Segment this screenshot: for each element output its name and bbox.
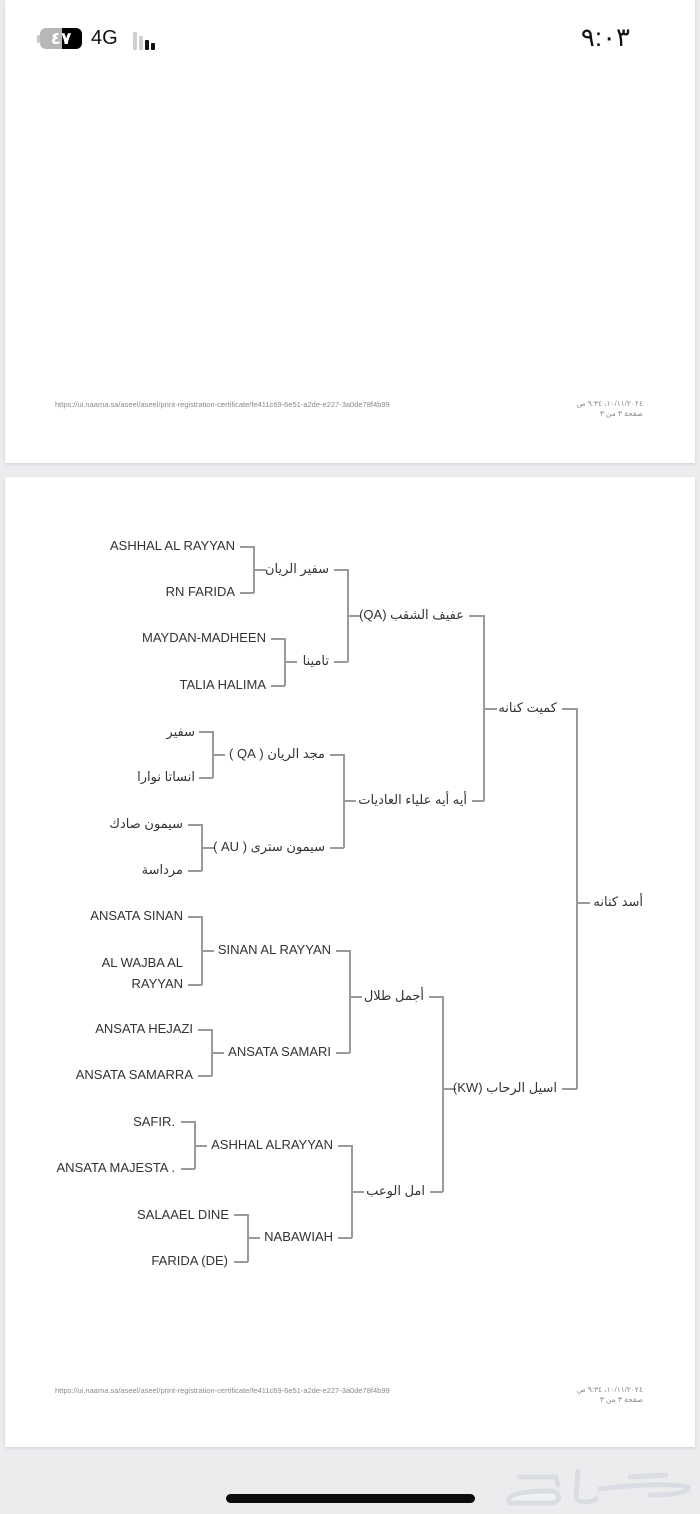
pedigree-node-gen3: تامينا: [302, 653, 329, 668]
pedigree-node-sire-sire: عفيف الشقب (QA): [359, 607, 464, 622]
haraj-watermark-logo: [506, 1468, 691, 1506]
pedigree-node-gen4: ANSATA HEJAZI: [95, 1021, 193, 1036]
pedigree-node-gen4: RN FARIDA: [165, 584, 235, 599]
pedigree-node-gen4: AL WAJBA AL: [101, 955, 183, 970]
document-page-1: https://ui.naama.sa/aseel/aseel/print-re…: [5, 0, 695, 463]
pedigree-node-dam-dam: امل الوعب: [366, 1183, 425, 1198]
pedigree-node-gen4-wrap: RAYYAN: [131, 976, 183, 991]
page-footer-url: https://ui.naama.sa/aseel/aseel/print-re…: [55, 400, 390, 409]
document-page-2: ASHHAL AL RAYYAN RN FARIDA MAYDAN-MADHEE…: [5, 477, 695, 1447]
page-footer-meta: ١٠/١١/٢٠٢٤، ٩:٣٤ ص صفحة ٣ من ٣: [577, 399, 643, 419]
pedigree-node-gen4: مرداسة: [141, 862, 183, 877]
page-footer-meta: ١٠/١١/٢٠٢٤، ٩:٣٤ ص صفحة ٣ من ٣: [577, 1385, 643, 1405]
pedigree-node-gen4: MAYDAN-MADHEEN: [142, 630, 266, 645]
home-indicator[interactable]: [226, 1494, 475, 1503]
pedigree-node-gen3: ANSATA SAMARI: [228, 1044, 331, 1059]
signal-strength-icon: [133, 30, 163, 50]
pedigree-node-gen3: NABAWIAH: [264, 1229, 333, 1244]
pedigree-node-gen4: سيمون صادك: [109, 816, 183, 831]
pedigree-node-gen3: سفير الريان: [264, 561, 329, 576]
pedigree-node-gen4: FARIDA (DE): [151, 1253, 228, 1268]
battery-percent: ٤٧: [50, 29, 72, 48]
pedigree-node-gen4: ANSATA MAJESTA .: [56, 1160, 175, 1175]
pedigree-node-gen4: انساتا نوارا: [137, 769, 195, 784]
pedigree-node-gen4: SAFIR.: [133, 1114, 175, 1129]
pedigree-node-gen3: سيمون سترى ( AU ): [213, 839, 325, 854]
page-footer-url: https://ui.naama.sa/aseel/aseel/print-re…: [55, 1386, 390, 1395]
pedigree-node-gen4: ANSATA SINAN: [90, 908, 183, 923]
page-footer-page-number: صفحة ٣ من ٣: [599, 1395, 643, 1404]
network-type: 4G: [91, 27, 118, 49]
pedigree-node-gen3: SINAN AL RAYYAN: [217, 942, 331, 957]
clock: ٩:٠٣: [580, 22, 630, 52]
page-footer-datetime: ١٠/١١/٢٠٢٤، ٩:٣٤ ص: [576, 1385, 643, 1394]
battery-icon: ٤٧: [40, 28, 82, 49]
pedigree-node-gen4: ASHHAL AL RAYYAN: [110, 538, 235, 553]
pedigree-node-dam: اسيل الرحاب (KW): [452, 1080, 557, 1095]
page-footer-datetime: ١٠/١١/٢٠٢٤، ٩:٣٤ ص: [576, 399, 643, 408]
pedigree-node-sire-dam: أيه أيه علياء العاديات: [358, 792, 467, 807]
pedigree-node-gen4: ANSATA SAMARRA: [75, 1067, 193, 1082]
pedigree-node-subject: أسد كنانه: [593, 894, 643, 909]
battery-nub: [37, 35, 40, 43]
page-footer-page-number: صفحة ٣ من ٣: [599, 409, 643, 418]
pedigree-node-gen3: مجد الريان ( QA ): [229, 746, 325, 761]
pedigree-node-sire: كميت كنانه: [498, 700, 557, 715]
pedigree-node-gen3: ASHHAL ALRAYYAN: [211, 1137, 333, 1152]
pedigree-node-gen4: سفير: [166, 724, 195, 739]
pedigree-node-gen4: SALAAEL DINE: [136, 1207, 229, 1222]
status-bar: ٤٧ 4G ٩:٠٣: [0, 0, 700, 80]
pedigree-node-gen4: TALIA HALIMA: [179, 677, 266, 692]
pedigree-node-dam-sire: أجمل طلال: [363, 988, 424, 1003]
